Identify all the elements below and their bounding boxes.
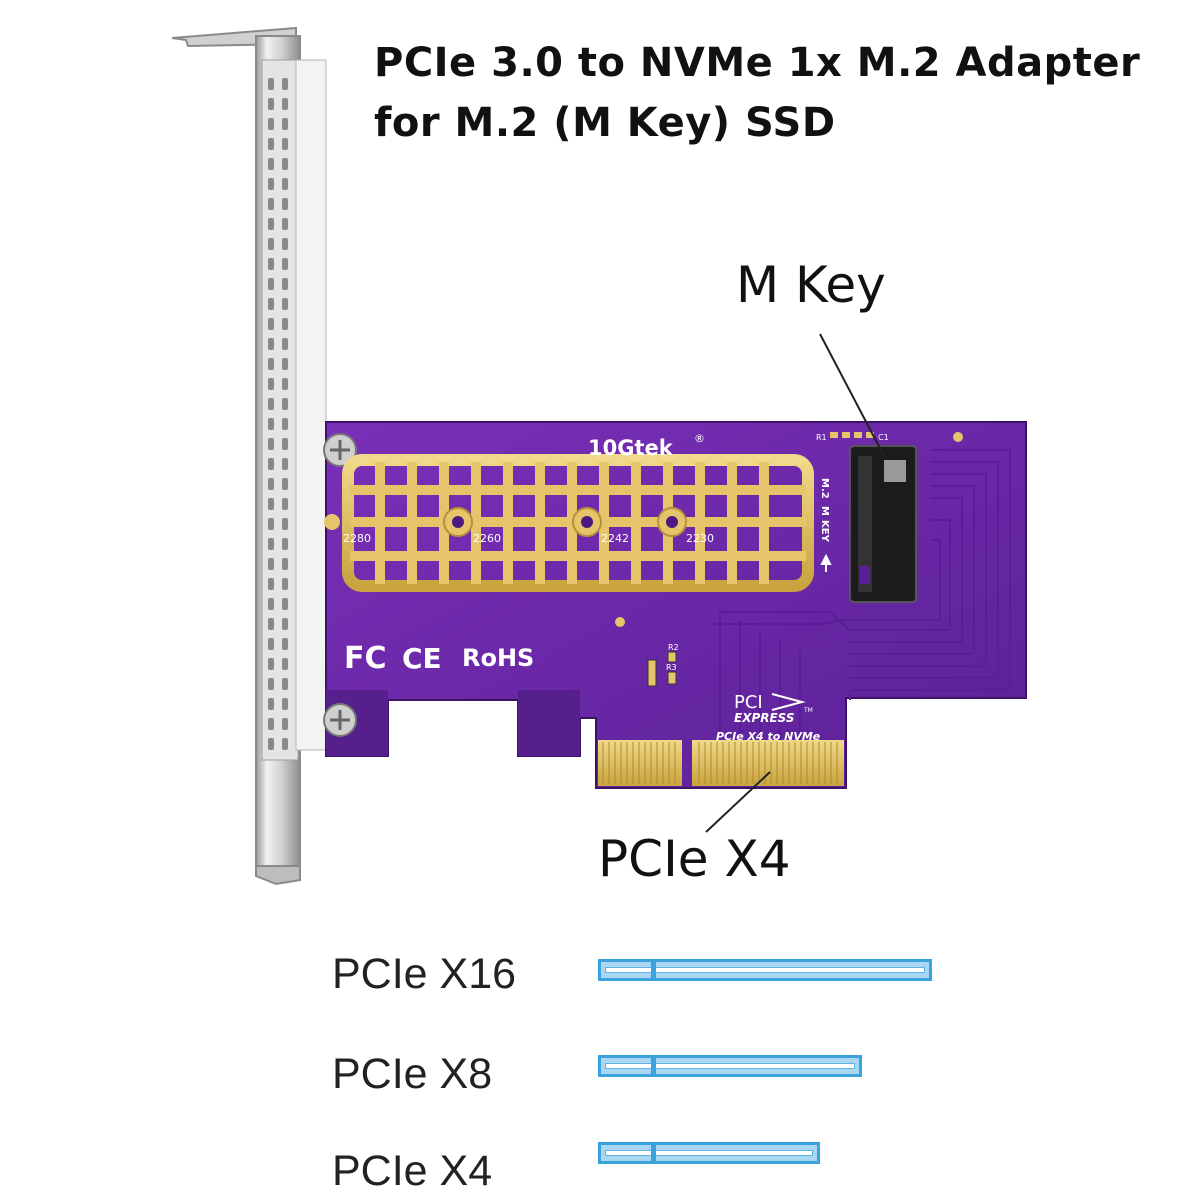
tm-mark: TM — [803, 707, 813, 714]
connector-label-m2: M.2 — [819, 478, 830, 499]
pcie-x4-slot-icon — [598, 1142, 820, 1164]
arrow-icon — [820, 553, 832, 572]
product-title-line-2: for M.2 (M Key) SSD — [374, 100, 836, 146]
metal-bracket — [171, 26, 327, 886]
fcc-mark: FC — [344, 641, 387, 676]
slot-label-pcie-x16: PCIe X16 — [332, 950, 517, 998]
pcie-x16-slot-icon — [598, 959, 932, 981]
adapter-card-illustration: 2280 2260 2242 2230 10Gtek ® R1 C1 M.2 M… — [171, 26, 1027, 886]
slot-label-pcie-x8: PCIe X8 — [332, 1050, 493, 1098]
model-label: PCIe X4 to NVMe — [716, 730, 821, 743]
label-c1: C1 — [878, 433, 889, 442]
slot-label-pcie-x4: PCIe X4 — [332, 1147, 493, 1195]
size-mark-2260: 2260 — [473, 532, 501, 545]
pcb-traces — [712, 449, 1011, 740]
m-key-callout-line — [819, 333, 885, 457]
m-key-callout: M Key — [736, 256, 886, 314]
smd-components-top — [830, 432, 874, 438]
rohs-mark: RoHS — [462, 644, 534, 672]
bracket-vent-slots — [268, 78, 288, 750]
smd-components-bottom — [647, 651, 677, 687]
m2-key-connector — [849, 445, 917, 603]
pci-logo-text: PCI — [734, 692, 763, 713]
pcb-board: 2280 2260 2242 2230 10Gtek ® R1 C1 M.2 M… — [323, 421, 1027, 789]
pcie-x4-gold-fingers — [598, 740, 844, 786]
mounting-screw-bottom — [323, 703, 357, 737]
pci-express-logo: PCI EXPRESS TM — [734, 692, 813, 725]
pcie-x8-slot-icon — [598, 1055, 862, 1077]
connector-label-m: M — [819, 506, 830, 516]
size-mark-2280: 2280 — [343, 532, 371, 545]
size-mark-2230: 2230 — [686, 532, 714, 545]
connector-label-key: KEY — [819, 520, 830, 543]
size-mark-2242: 2242 — [601, 532, 629, 545]
ssd-mounting-grid — [324, 432, 963, 627]
brand-logo: 10Gtek — [588, 436, 674, 460]
pcie-x4-callout: PCIe X4 — [598, 830, 791, 888]
pcie-x4-callout-line — [705, 771, 771, 833]
registered-mark: ® — [694, 432, 705, 445]
label-r3: R3 — [666, 663, 677, 672]
label-r2: R2 — [668, 643, 679, 652]
ce-mark: CE — [402, 642, 442, 675]
mounting-screw-top — [323, 433, 357, 467]
express-logo-text: EXPRESS — [734, 711, 795, 725]
label-r1: R1 — [816, 433, 827, 442]
product-title-line-1: PCIe 3.0 to NVMe 1x M.2 Adapter — [374, 40, 1141, 86]
